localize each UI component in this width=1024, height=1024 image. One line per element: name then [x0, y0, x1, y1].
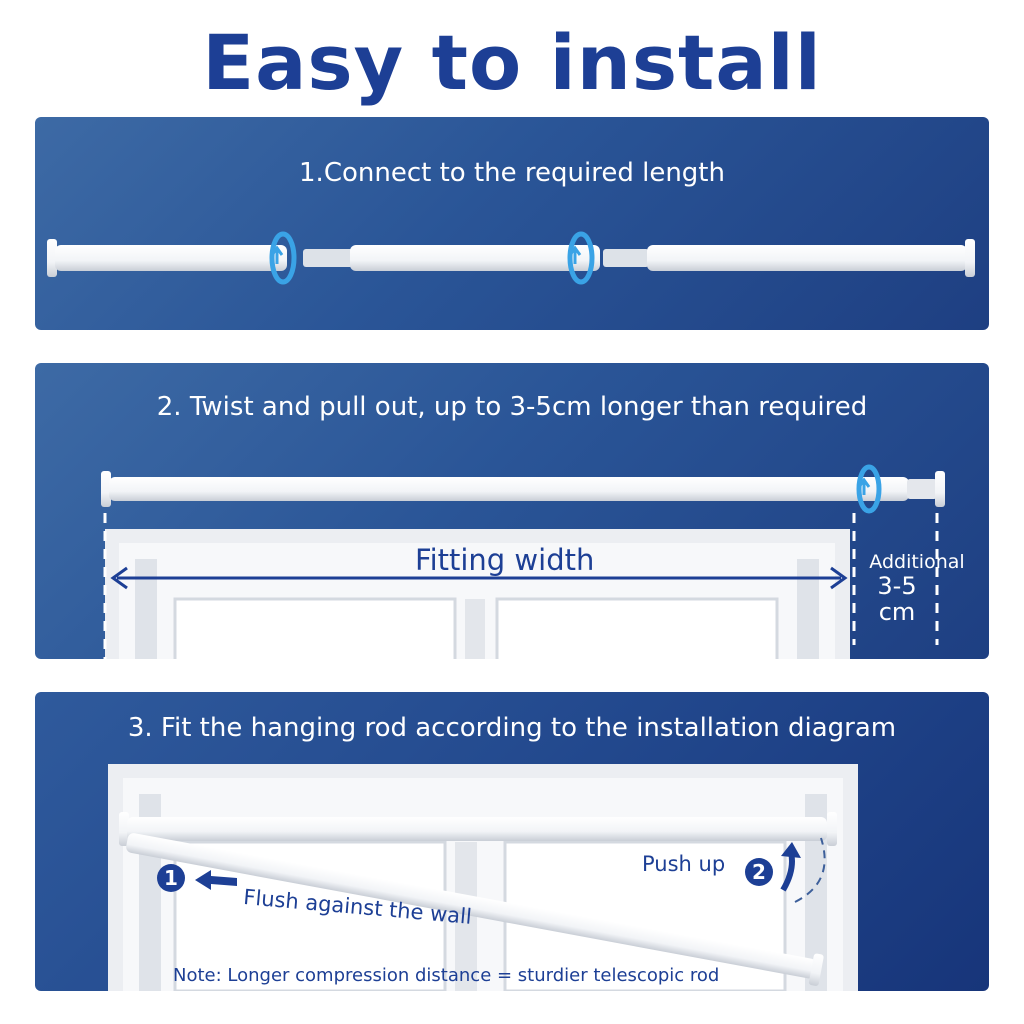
- telescopic-rod: [109, 477, 909, 501]
- rod-end-cap-left: [101, 471, 111, 507]
- fitting-width-label: Fitting width: [415, 543, 595, 577]
- marker-2: 2: [752, 860, 766, 884]
- installation-diagram: [108, 764, 858, 991]
- rod-segment-3: [647, 245, 967, 271]
- rod-thread-1: [303, 249, 353, 267]
- fitting-width-diagram: [101, 464, 945, 659]
- rod-extension: [907, 479, 937, 499]
- marker-1: 1: [164, 866, 178, 890]
- diagonal-rod: [126, 833, 824, 986]
- horizontal-rod: [127, 817, 827, 841]
- left-arrow-icon: [195, 870, 237, 890]
- twist-arrow-icon: [856, 464, 882, 514]
- step-2-heading: 2. Twist and pull out, up to 3-5cm longe…: [156, 392, 868, 422]
- page-title: Easy to install: [202, 18, 822, 107]
- rod-end-cap-left: [119, 812, 129, 846]
- rod-segment-1: [55, 245, 287, 271]
- additional-value: 3-5: [877, 572, 917, 600]
- step-3-panel: 3. Fit the hanging rod according to the …: [35, 692, 989, 991]
- rod-end-cap-right: [827, 812, 837, 846]
- double-arrow-icon: [110, 566, 848, 590]
- additional-label: Additional: [869, 551, 965, 573]
- note-text: Note: Longer compression distance = stur…: [173, 965, 720, 986]
- marker-1-circle: [157, 864, 185, 892]
- window-frame: [105, 529, 850, 659]
- rod-segments-diagram: [47, 231, 975, 285]
- rod-end-cap-right: [935, 471, 945, 507]
- rod-segment-2: [350, 245, 600, 271]
- rod-end-cap-right: [965, 239, 975, 277]
- step-1-panel: 1.Connect to the required length: [35, 117, 989, 330]
- step-3-heading: 3. Fit the hanging rod according to the …: [127, 713, 897, 743]
- twist-arrow-icon: [269, 231, 297, 285]
- step-1-heading: 1.Connect to the required length: [299, 158, 725, 188]
- twist-arrow-icon: [567, 231, 595, 285]
- step-2-panel: 2. Twist and pull out, up to 3-5cm longe…: [35, 363, 989, 659]
- additional-unit: cm: [878, 598, 916, 626]
- rod-end-cap-left: [47, 239, 57, 277]
- push-up-label: Push up: [642, 852, 726, 876]
- rod-thread-2: [603, 249, 649, 267]
- curved-up-arrow-icon: [780, 842, 801, 892]
- marker-2-circle: [745, 858, 773, 886]
